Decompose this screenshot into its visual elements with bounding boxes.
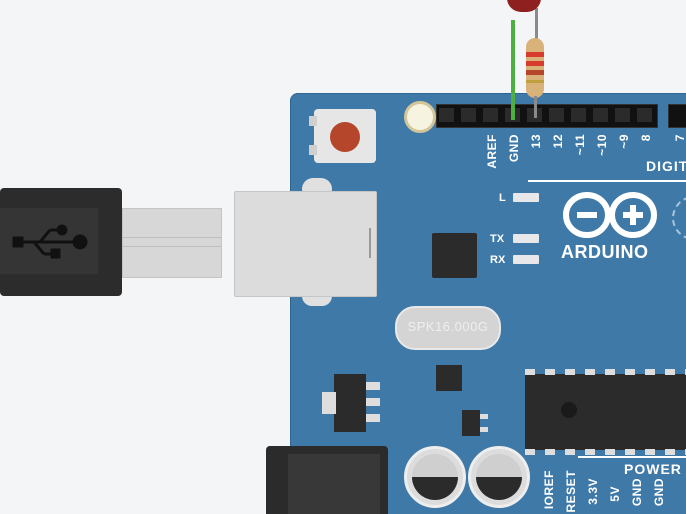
power-divider (578, 456, 686, 458)
digital-divider (528, 180, 686, 182)
resistor[interactable] (526, 38, 544, 98)
pin-label-7: 7 (673, 134, 686, 142)
capacitor-2 (468, 446, 530, 508)
crystal-oscillator: SPK16.000G (395, 306, 501, 350)
capacitor-1 (404, 446, 466, 508)
voltage-regulator (334, 374, 366, 432)
small-chip (436, 365, 462, 391)
resistor-lead (534, 96, 537, 118)
pin-label-9: ~9 (617, 134, 631, 149)
transistor (462, 410, 480, 436)
reset-button[interactable] (309, 109, 376, 163)
pin-label-13: 13 (529, 134, 543, 149)
led-red[interactable] (507, 0, 541, 12)
regulator-tab (322, 392, 336, 414)
usb-b-port[interactable] (234, 191, 377, 297)
wire-lead-gray (535, 8, 538, 48)
pin-label-gnd: GND (507, 134, 521, 163)
usb-controller-chip (432, 233, 477, 278)
pin-label-gnd-2: GND (652, 478, 666, 507)
led-tx (513, 234, 539, 243)
pin-label-11: ~11 (573, 134, 587, 156)
digital-header-2[interactable] (668, 104, 686, 128)
power-jack[interactable] (266, 446, 388, 514)
atmega-chip (525, 369, 686, 455)
pin-label-8: 8 (639, 134, 653, 142)
green-wire[interactable] (511, 20, 515, 120)
arduino-infinity-logo (563, 192, 657, 238)
header-slots (439, 108, 655, 122)
regulator-pin-1 (366, 382, 380, 390)
pin-label-5v: 5V (608, 486, 622, 502)
pin-label-ioref: IOREF (542, 470, 556, 510)
pin-label-10: ~10 (595, 134, 609, 156)
power-section-label: POWER (624, 461, 682, 477)
led-label-tx: TX (490, 233, 505, 245)
regulator-pin-3 (366, 414, 380, 422)
pin-label-reset: RESET (564, 470, 578, 513)
usb-connector-metal (122, 208, 222, 278)
pin-label-3v3: 3.3V (586, 478, 600, 505)
brand-label: ARDUINO (561, 242, 649, 262)
pin-label-gnd-1: GND (630, 478, 644, 507)
digital-section-label: DIGIT (646, 158, 686, 174)
transistor-pin-2 (480, 427, 488, 432)
crystal-label: SPK16.000G (407, 319, 489, 334)
mounting-hole (404, 101, 436, 133)
usb-icon (12, 224, 88, 259)
pin-label-aref: AREF (485, 134, 499, 169)
led-rx (513, 255, 539, 264)
led-label-rx: RX (490, 254, 506, 266)
transistor-pin-1 (480, 414, 488, 419)
pin-label-12: 12 (551, 134, 565, 149)
led-label-l: L (499, 192, 506, 204)
led-l (513, 193, 539, 202)
regulator-pin-2 (366, 398, 380, 406)
